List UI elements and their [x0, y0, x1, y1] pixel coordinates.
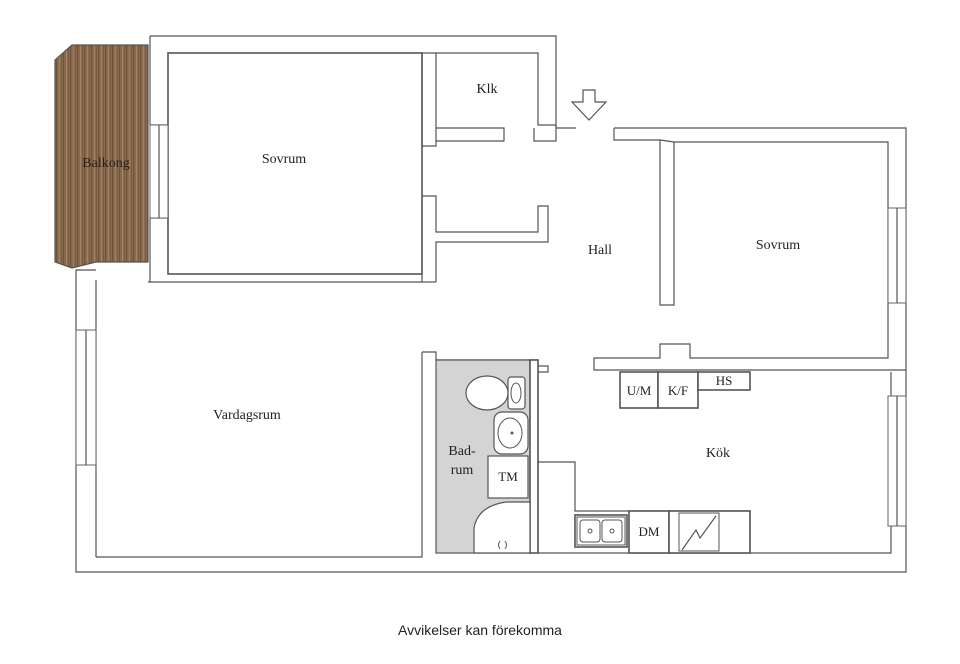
hs-label: HS — [716, 373, 733, 388]
closet-walls — [421, 52, 557, 147]
badrum-label-line2: rum — [451, 463, 474, 478]
kf-label: K/F — [668, 383, 688, 398]
badrum-label-line1: Bad- — [448, 444, 476, 459]
vardagsrum-label: Vardagsrum — [213, 408, 281, 423]
washer-box — [487, 455, 529, 499]
sink-icon — [493, 411, 529, 455]
kok-label: Kök — [706, 446, 730, 461]
um-label: U/M — [627, 383, 652, 398]
balcony-floor — [54, 44, 149, 269]
windows — [75, 124, 907, 527]
hall-walls — [422, 195, 549, 283]
bedroom-right-walls — [556, 127, 906, 371]
hall-label: Hall — [588, 243, 612, 258]
tm-label: TM — [498, 469, 518, 484]
disclaimer-caption: Avvikelser kan förekomma — [398, 622, 562, 638]
toilet-icon — [465, 375, 526, 411]
entrance-arrow-icon — [570, 89, 608, 121]
sovrum-right-label: Sovrum — [756, 238, 800, 253]
sovrum-left-label: Sovrum — [262, 152, 306, 167]
klk-label: Klk — [477, 82, 498, 97]
balkong-label: Balkong — [82, 156, 129, 171]
dm-label: DM — [639, 524, 660, 539]
double-sink-icon — [576, 516, 626, 546]
shower-icon — [473, 501, 531, 554]
stove-icon — [678, 512, 720, 552]
